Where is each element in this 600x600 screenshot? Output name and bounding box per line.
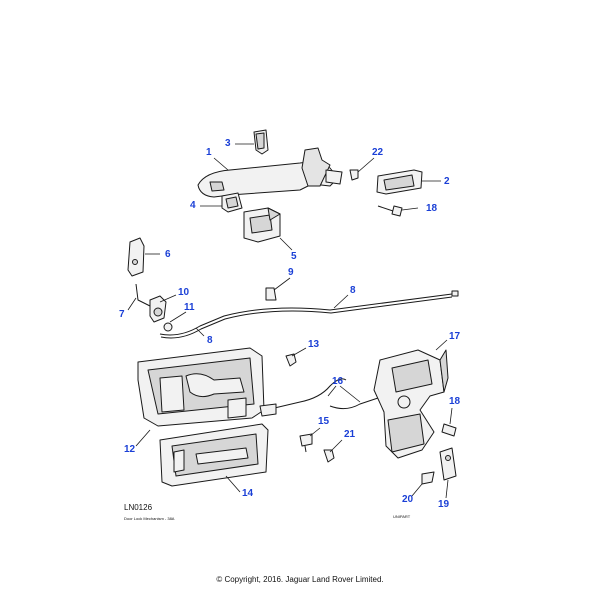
callout-13: 13 [308, 339, 320, 350]
handle-clip [253, 129, 269, 155]
callout-14: 14 [242, 488, 254, 499]
callout-10: 10 [178, 287, 190, 298]
callout-12: 12 [124, 444, 136, 455]
callout-22: 22 [372, 147, 384, 158]
screw-22 [349, 169, 359, 181]
release-cables [159, 290, 459, 339]
handle-bezel [376, 169, 423, 195]
callout-6: 6 [165, 249, 171, 260]
locking-rod [259, 378, 379, 417]
cable-clip [265, 287, 277, 301]
callout-17: 17 [449, 331, 461, 342]
screw-13 [285, 353, 297, 367]
callout-2: 2 [444, 176, 450, 187]
interior-handle-housing [137, 347, 265, 427]
callout-8b: 8 [207, 335, 213, 346]
diagram-code: LN0126 [124, 503, 153, 512]
callout-7: 7 [119, 309, 125, 320]
exterior-door-handle [197, 147, 343, 198]
lock-rod-assembly [135, 283, 173, 332]
callout-9: 9 [288, 267, 294, 278]
callout-21: 21 [344, 429, 356, 440]
door-latch-mechanism [373, 349, 449, 459]
callout-18a: 18 [426, 203, 438, 214]
supplier-mark: UNIPART [393, 514, 411, 519]
callout-5: 5 [291, 251, 297, 262]
callout-1: 1 [206, 147, 212, 158]
bolt-upper [377, 205, 403, 217]
callout-20: 20 [402, 494, 414, 505]
clip-20 [421, 471, 435, 485]
interior-trim-bezel [159, 423, 269, 487]
striker-plate [439, 447, 457, 481]
handle-housing [243, 207, 281, 243]
lock-cylinder-cover [127, 237, 145, 277]
diagram-caption: Door Lock Mechanism - 38A [124, 516, 175, 521]
bolt-lower [441, 423, 457, 437]
callout-11: 11 [184, 302, 195, 313]
screw-15 [299, 433, 313, 453]
callout-4: 4 [190, 200, 196, 211]
callout-15: 15 [318, 416, 330, 427]
handle-bracket [221, 192, 243, 213]
leader-lines [127, 143, 453, 499]
callout-18b: 18 [449, 396, 461, 407]
screw-21 [323, 449, 335, 463]
copyright-notice: © Copyright, 2016. Jaguar Land Rover Lim… [216, 575, 384, 584]
callout-19: 19 [438, 499, 450, 510]
callout-16: 16 [332, 376, 344, 387]
callout-3: 3 [225, 138, 231, 149]
callout-8a: 8 [350, 285, 356, 296]
